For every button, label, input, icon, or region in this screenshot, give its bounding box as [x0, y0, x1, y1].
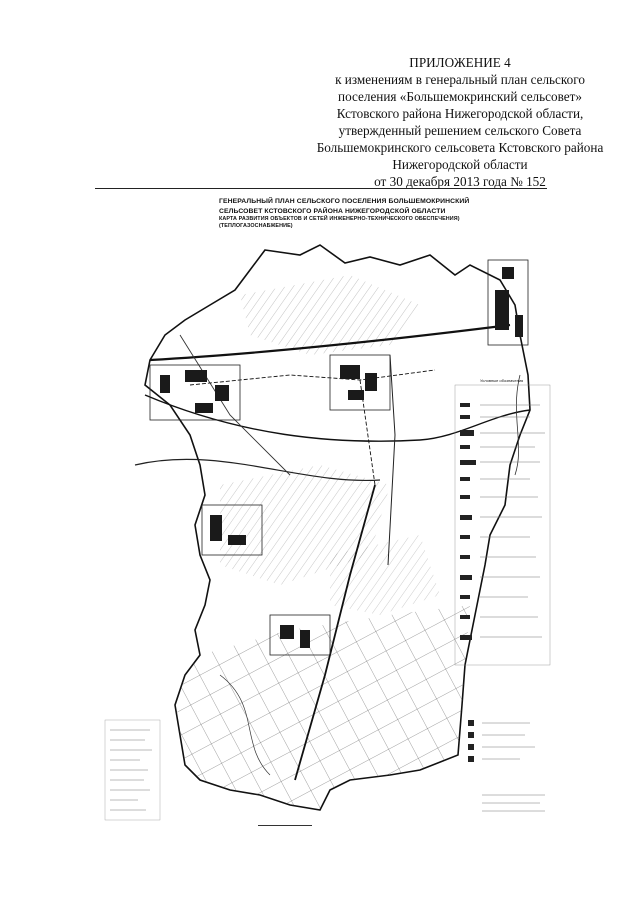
header-line: от 30 декабря 2013 года № 152 [374, 174, 546, 189]
map-subtitle-line: (ТЕПЛОГАЗОСНАБЖЕНИЕ) [219, 223, 293, 229]
map-title-line: ГЕНЕРАЛЬНЫЙ ПЛАН СЕЛЬСКОГО ПОСЕЛЕНИЯ БОЛ… [219, 198, 470, 205]
header-line: Нижегородской области [392, 157, 528, 172]
main-road [134, 458, 381, 482]
bottom-divider [258, 825, 312, 826]
legend-title: Условные обозначения [480, 378, 524, 383]
main-road [294, 484, 376, 781]
river [514, 374, 521, 476]
settlement-blocks [160, 267, 523, 648]
header-line: Кстовского района Нижегородской области, [336, 106, 584, 121]
river [219, 674, 271, 776]
map-legend-tertiary [468, 720, 545, 812]
forest-zone [240, 275, 420, 355]
settlement-outlines [149, 259, 529, 656]
main-road [149, 323, 511, 362]
agricultural-zone [175, 605, 470, 810]
header-line: к изменениям в генеральный план сельског… [335, 72, 585, 87]
gas-pipeline [189, 369, 436, 386]
forest-zone [330, 535, 440, 615]
main-road [387, 354, 396, 566]
map-title-line: СЕЛЬСОВЕТ КСТОВСКОГО РАЙОНА НИЖЕГОРОДСКО… [219, 207, 446, 215]
header-line: поселения «Большемокринский сельсовет» [338, 89, 582, 104]
appendix-header: ПРИЛОЖЕНИЕ 4 к изменениям в генеральный … [300, 54, 620, 190]
map-subtitle-line: КАРТА РАЗВИТИЯ ОБЪЕКТОВ И СЕТЕЙ ИНЖЕНЕРН… [219, 216, 460, 222]
map-legend [454, 384, 551, 666]
header-line: Большемокринского сельсовета Кстовского … [316, 140, 604, 155]
map-legend-secondary [104, 719, 161, 821]
header-line: утвержденный решением сельского Совета [338, 123, 582, 138]
header-divider [95, 188, 547, 189]
map-title: ГЕНЕРАЛЬНЫЙ ПЛАН СЕЛЬСКОГО ПОСЕЛЕНИЯ БОЛ… [219, 197, 539, 230]
settlement-map [104, 244, 551, 821]
main-road [179, 334, 291, 476]
header-line: ПРИЛОЖЕНИЕ 4 [409, 55, 511, 70]
